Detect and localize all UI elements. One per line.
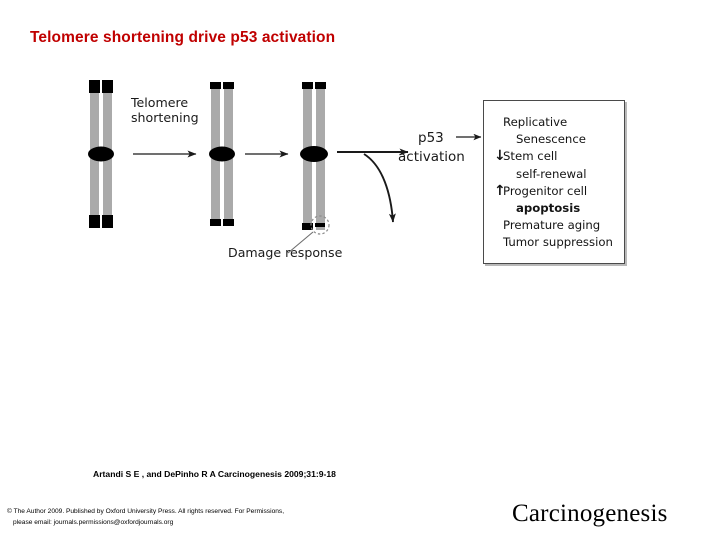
damage-highlight-circle — [310, 215, 330, 235]
chromosome-3 — [287, 82, 330, 254]
outcome-item-stem-cell: ↓Stem cell — [494, 148, 626, 165]
label-p53-activation: activation — [398, 149, 465, 165]
telomere-cap-bottom-left — [210, 219, 221, 226]
outcome-label: apoptosis — [516, 201, 581, 216]
label-telomere-shortening-line1: Telomere — [131, 95, 189, 110]
outcome-item-replicative: Replicative — [494, 114, 626, 131]
outcomes-list: Replicative Senescence ↓Stem cell self-r… — [494, 114, 626, 252]
journal-logo: Carcinogenesis — [512, 500, 668, 527]
label-p53: p53 — [418, 130, 444, 146]
telomere-cap-bottom-right-damaged — [315, 223, 325, 227]
telomere-cap-top-left — [302, 82, 313, 89]
chromosome-2 — [209, 82, 235, 226]
telomere-cap-top-right — [102, 80, 113, 93]
outcome-label: Progenitor cell — [503, 183, 588, 198]
telomere-cap-top-left — [210, 82, 221, 89]
outcome-label: Stem cell — [503, 149, 558, 164]
telomere-cap-bottom-left — [302, 223, 313, 230]
outcome-label: Premature aging — [503, 218, 601, 233]
telomere-cap-top-right — [223, 82, 234, 89]
copyright-notice: © The Author 2009. Published by Oxford U… — [7, 507, 427, 529]
arrow-down-icon: ↓ — [494, 148, 506, 165]
outcome-label: Senescence — [516, 132, 586, 147]
outcome-label: Replicative — [503, 115, 568, 129]
telomere-pathway-svg — [88, 80, 482, 254]
label-telomere-shortening-line2: shortening — [131, 110, 199, 126]
outcome-label: Tumor suppression — [503, 235, 613, 250]
chromosome-1 — [88, 80, 114, 228]
outcome-item-self-renewal: self-renewal — [494, 166, 626, 183]
outcome-item-premature-aging: Premature aging — [494, 217, 626, 234]
outcome-label: self-renewal — [516, 166, 587, 181]
arrow-up-icon: ↑ — [494, 182, 506, 199]
label-telomere-shortening: Telomere shortening — [131, 95, 221, 126]
outcomes-box: Replicative Senescence ↓Stem cell self-r… — [483, 100, 625, 264]
outcome-item-tumor-suppression: Tumor suppression — [494, 234, 626, 251]
outcome-item-progenitor-cell: ↑Progenitor cell — [494, 183, 626, 200]
arrow-curved-branch — [363, 153, 396, 223]
centromere — [88, 146, 114, 162]
copyright-line-2: please email: journals.permissions@oxfor… — [13, 518, 174, 526]
copyright-line-1: © The Author 2009. Published by Oxford U… — [7, 508, 285, 515]
damage-leader-line — [287, 231, 314, 254]
page-title: Telomere shortening drive p53 activation — [30, 29, 336, 46]
telomere-cap-top-right — [315, 82, 326, 89]
outcome-item-apoptosis: apoptosis — [494, 200, 626, 217]
telomere-cap-bottom-left — [89, 215, 100, 228]
telomere-cap-bottom-right — [102, 215, 113, 228]
citation-text: Artandi S E , and DePinho R A Carcinogen… — [93, 469, 336, 479]
centromere — [300, 146, 328, 162]
label-damage-response: Damage response — [228, 245, 343, 260]
figure-diagram: Telomere shortening Damage response p53 … — [0, 60, 720, 290]
outcome-item-senescence: Senescence — [494, 131, 626, 148]
telomere-cap-top-left — [89, 80, 100, 93]
telomere-cap-bottom-right — [223, 219, 234, 226]
centromere — [209, 146, 235, 162]
